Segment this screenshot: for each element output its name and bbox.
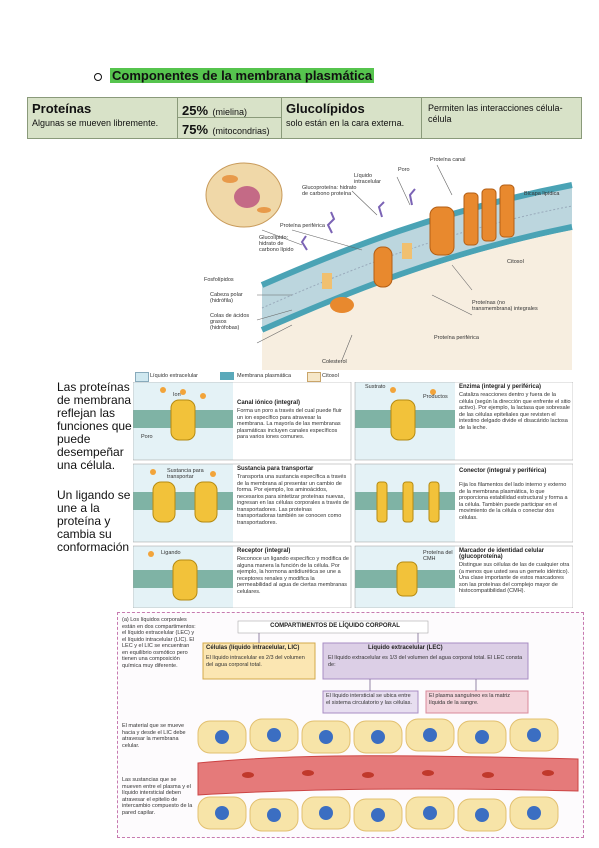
functions-illustration <box>133 382 573 608</box>
membrane-figure: Proteína canal Poro Glucoproteína: hidra… <box>202 155 577 370</box>
label-citosol: Citosol <box>507 259 524 265</box>
label-colesterol: Colesterol <box>322 359 347 365</box>
membrane-illustration <box>202 155 577 370</box>
fn1-label-ion: Ion <box>173 392 181 398</box>
pct-mito-label: (mitocondrias) <box>212 126 270 136</box>
fn4-label-sustrato: Sustrato <box>365 384 386 390</box>
legend-bar: Líquido extracelular Membrana plasmática… <box>135 371 575 382</box>
components-table: Proteínas Algunas se mueven libremente. … <box>27 97 582 139</box>
note-c: Las sustancias que se mueven entre el pl… <box>122 777 193 816</box>
fn3-title: Receptor (integral) <box>237 548 291 554</box>
gluco-desc: solo están en la cara externa. <box>286 118 405 128</box>
fn2-title: Sustancia para transportar <box>237 466 314 472</box>
fn6-title: Marcador de identidad celular (glucoprot… <box>459 548 545 560</box>
legend-citosol: Citosol <box>322 373 339 379</box>
fn6-label: Proteína del CMH <box>423 550 453 562</box>
cell-glucolipidos: Glucolípidos solo están en la cara exter… <box>282 98 422 138</box>
section-heading: Componentes de la membrana plasmática <box>94 68 375 83</box>
fn5-title: Conector (integral y periférica) <box>459 468 547 474</box>
bullet-icon <box>94 72 102 81</box>
cell-percentages: 25% (mielina) 75% (mitocondrias) <box>178 98 282 138</box>
pct-mielina-label: (mielina) <box>212 107 247 117</box>
fn4-title: Enzima (integral y periférica) <box>459 384 542 390</box>
lec-title: Líquido extracelular (LEC) <box>368 645 443 651</box>
plasma-body: El plasma sanguíneo es la matriz líquida… <box>429 693 511 706</box>
functions-panel: Ion Poro Canal iónico (integral) Forma u… <box>133 382 573 608</box>
legend-swatch-extracelular <box>135 372 149 382</box>
compartments-title: COMPARTIMENTOS DE LÍQUIDO CORPORAL <box>270 623 400 629</box>
label-proteina-periferica-2: Proteína periférica <box>434 335 479 341</box>
label-proteina-canal: Proteína canal <box>430 157 466 163</box>
label-fosfolipidos: Fosfolípidos <box>204 277 234 283</box>
legend-extracelular: Líquido extracelular <box>150 373 199 379</box>
side-text-1: Las proteínas de membrana reflejan las f… <box>57 380 132 472</box>
legend-swatch-membrana <box>220 372 234 380</box>
pct-mielina-value: 25% <box>182 103 209 118</box>
label-proteina-periferica: Proteína periférica <box>280 223 325 229</box>
lic-title: Células (líquido intracelular, LIC) <box>206 645 300 651</box>
interac-desc: Permiten las interacciones célula-célula <box>428 103 563 124</box>
lic-body: El líquido intracelular es 2/3 del volum… <box>206 655 305 668</box>
fn5-body: Fija los filamentos del lado interno y e… <box>459 482 568 521</box>
label-proteinas-integrales: Proteínas (no transmembrana) integrales <box>472 300 538 312</box>
heading-text: Componentes de la membrana plasmática <box>110 68 375 83</box>
label-colas: Colas de ácidos grasos (hidrófobas) <box>210 313 250 331</box>
tissue-illustration <box>197 620 579 832</box>
note-b: El material que se mueve hacia y desde e… <box>122 723 186 749</box>
fn3-body: Reconoce un ligando específico y modific… <box>237 556 349 595</box>
legend-swatch-citosol <box>307 372 321 382</box>
fn1-label-poro: Poro <box>141 434 153 440</box>
label-bicapa: Bicapa lipídica <box>524 191 560 197</box>
cell-proteinas: Proteínas Algunas se mueven libremente. <box>28 98 178 138</box>
proteinas-title: Proteínas <box>32 101 92 116</box>
label-poro: Poro <box>398 167 410 173</box>
fn4-body: Cataliza reacciones dentro y fuera de la… <box>459 392 571 431</box>
gluco-title: Glucolípidos <box>286 101 365 116</box>
label-glucolipido: Glucolípido: hidrato de carbono lípido <box>259 235 294 253</box>
fn6-body: Distingue sus células de las de cualquie… <box>459 562 570 594</box>
pct-mito-value: 75% <box>182 122 209 137</box>
side-text-2: Un ligando se une a la proteína y cambia… <box>57 488 131 554</box>
fluid-compartments-figure: (a) Los líquidos corporales están en dos… <box>117 612 584 838</box>
fn2-label: Sustancia para transportar <box>167 468 204 480</box>
intersticial-body: El líquido intersticial se ubica entre e… <box>326 693 412 706</box>
label-glicoproteina: Glucoproteína: hidrato de carbono proteí… <box>302 185 357 197</box>
proteinas-desc: Algunas se mueven libremente. <box>32 118 159 128</box>
lec-body: El líquido extracelular es 1/3 del volum… <box>328 655 523 668</box>
fn2-body: Transporta una sustancia específica a tr… <box>237 474 349 526</box>
label-cabeza-polar: Cabeza polar (hidrófila) <box>210 292 243 304</box>
fn3-label: Ligando <box>161 550 181 556</box>
cell-interactions: Permiten las interacciones célula-célula <box>422 98 581 138</box>
fn1-body: Forma un poro a través del cual puede fl… <box>237 408 342 440</box>
label-liquido-intracelular: Líquido intracelular <box>354 173 381 185</box>
fn4-label-productos: Productos <box>423 394 448 400</box>
note-a: (a) Los líquidos corporales están en dos… <box>122 617 196 669</box>
fn1-title: Canal iónico (integral) <box>237 400 301 406</box>
legend-membrana: Membrana plasmática <box>237 373 292 379</box>
